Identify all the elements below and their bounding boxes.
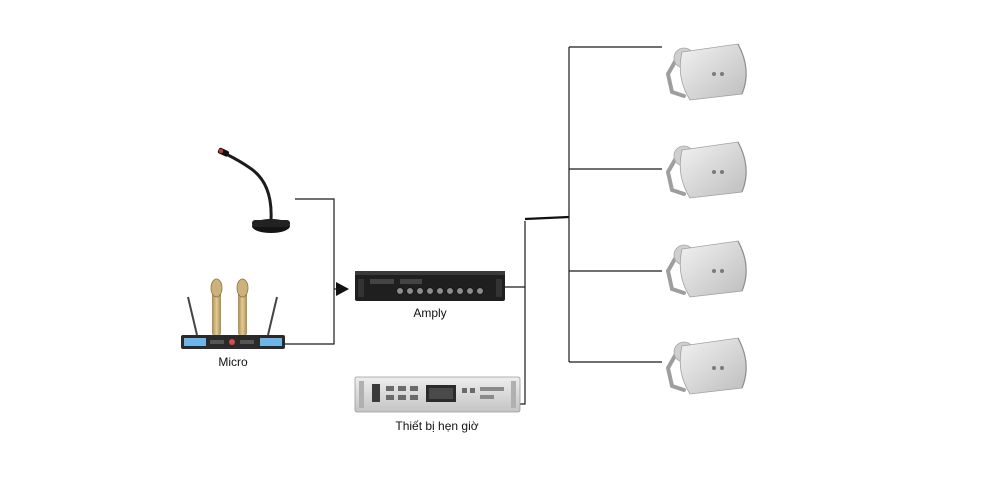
- timer-label: Thiết bị hẹn giờ: [395, 419, 478, 433]
- amplifier-knob: [476, 287, 484, 295]
- amplifier: [355, 271, 505, 301]
- wire-wireless-receiver: [285, 289, 335, 345]
- timer-button: [398, 395, 406, 400]
- arrow-into-amply: [336, 282, 349, 296]
- timer-button: [410, 395, 418, 400]
- horn-speaker: [665, 337, 747, 395]
- timer-buttons: [386, 386, 475, 400]
- wire-timer-output: [520, 287, 526, 405]
- timer-button: [462, 388, 467, 393]
- timer-button: [398, 386, 406, 391]
- micro-label: Micro: [218, 355, 248, 369]
- timer-device: [354, 376, 521, 413]
- wire-trunk: [524, 215, 570, 221]
- horn-speaker: [665, 240, 747, 298]
- amplifier-knob: [446, 287, 454, 295]
- timer-button: [386, 386, 394, 391]
- timer-button: [410, 386, 418, 391]
- horn-speaker: [665, 141, 747, 199]
- amplifier-knob: [456, 287, 464, 295]
- amply-label: Amply: [413, 306, 446, 320]
- amplifier-knob: [466, 287, 474, 295]
- wire-amply-output: [505, 221, 526, 288]
- amplifier-knob: [406, 287, 414, 295]
- amplifier-knob: [426, 287, 434, 295]
- wire-gooseneck-mic: [295, 198, 335, 289]
- wireless-microphone-set: [181, 278, 285, 349]
- amplifier-knob: [396, 287, 404, 295]
- amplifier-knob: [436, 287, 444, 295]
- horn-speaker: [665, 43, 747, 101]
- gooseneck-microphone: [217, 147, 290, 233]
- timer-button: [386, 395, 394, 400]
- timer-button: [470, 388, 475, 393]
- wiring: [285, 46, 662, 405]
- amplifier-knobs: [396, 287, 484, 295]
- horn-speakers: [665, 43, 747, 395]
- amplifier-knob: [416, 287, 424, 295]
